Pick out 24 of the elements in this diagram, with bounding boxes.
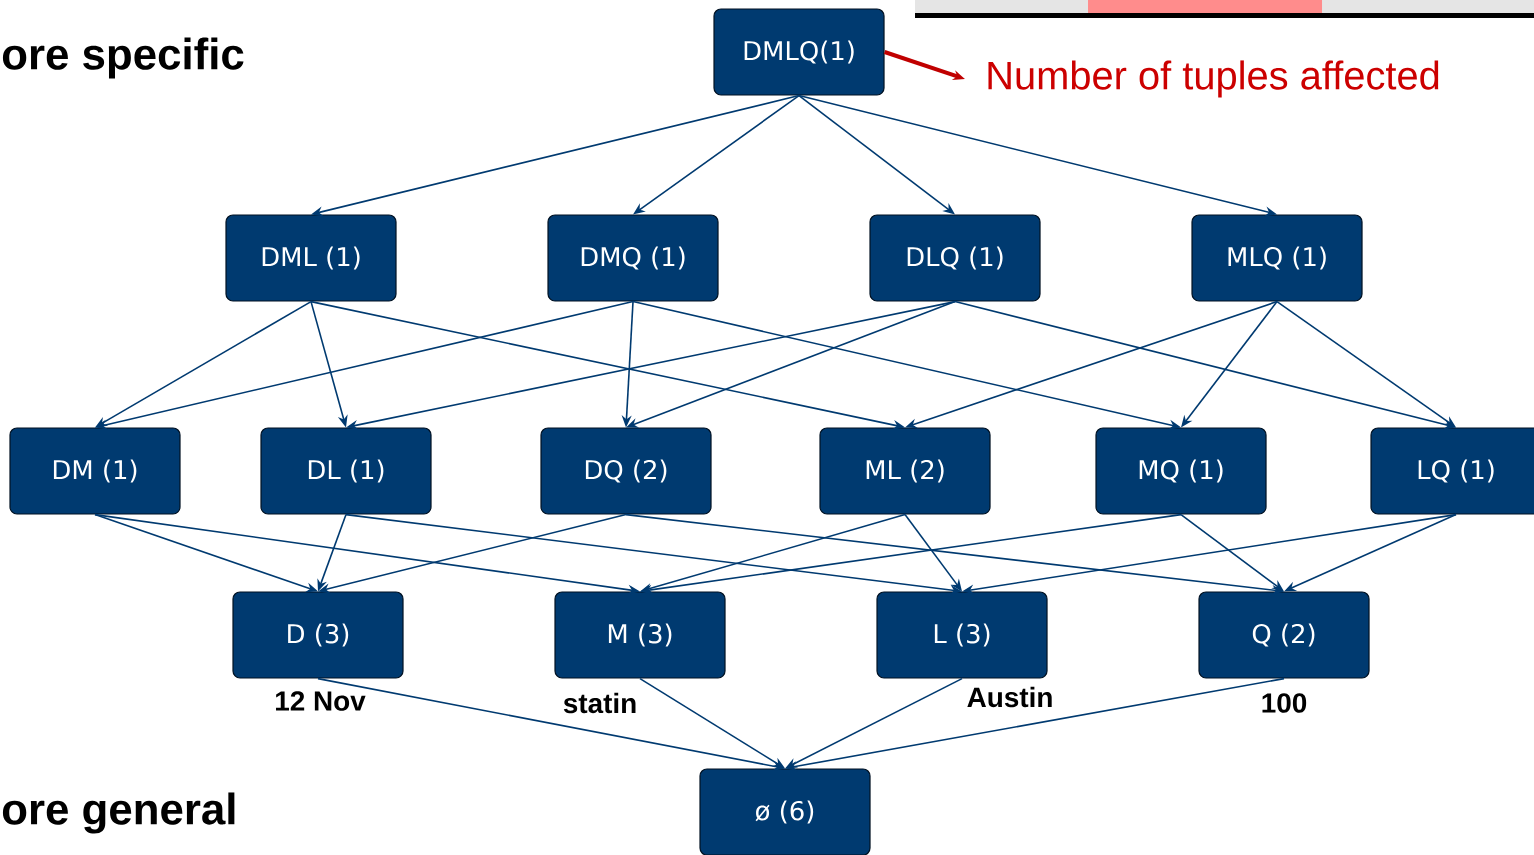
value-label: statin bbox=[563, 692, 636, 714]
node-box: M (3) bbox=[554, 591, 726, 679]
node-box: L (3) bbox=[876, 591, 1048, 679]
side-label: ore specific bbox=[2, 37, 244, 79]
value-label: Austin bbox=[967, 686, 1052, 708]
node-box: DML (1) bbox=[225, 214, 397, 302]
value-label: 12 Nov bbox=[276, 691, 366, 711]
node-box: DL (1) bbox=[260, 427, 432, 515]
arrow bbox=[639, 677, 785, 769]
node-box: ø (6) bbox=[699, 768, 871, 855]
node-box: DQ (2) bbox=[540, 427, 712, 515]
node-box: ML (2) bbox=[819, 427, 991, 515]
node-box: DMQ (1) bbox=[547, 214, 719, 302]
node-box: DMLQ(1) bbox=[713, 8, 885, 96]
node-box: DLQ (1) bbox=[869, 214, 1041, 302]
node-box: LQ (1) bbox=[1370, 427, 1534, 515]
annotation-text: Number of tuples affected bbox=[988, 60, 1439, 98]
side-label: ore general bbox=[2, 792, 235, 834]
node-box: DM (1) bbox=[9, 427, 181, 515]
node-box: MQ (1) bbox=[1095, 427, 1267, 515]
node-box: MLQ (1) bbox=[1191, 214, 1363, 302]
node-box: Q (2) bbox=[1198, 591, 1370, 679]
node-box: D (3) bbox=[232, 591, 404, 679]
value-label: 100 bbox=[1262, 693, 1307, 713]
